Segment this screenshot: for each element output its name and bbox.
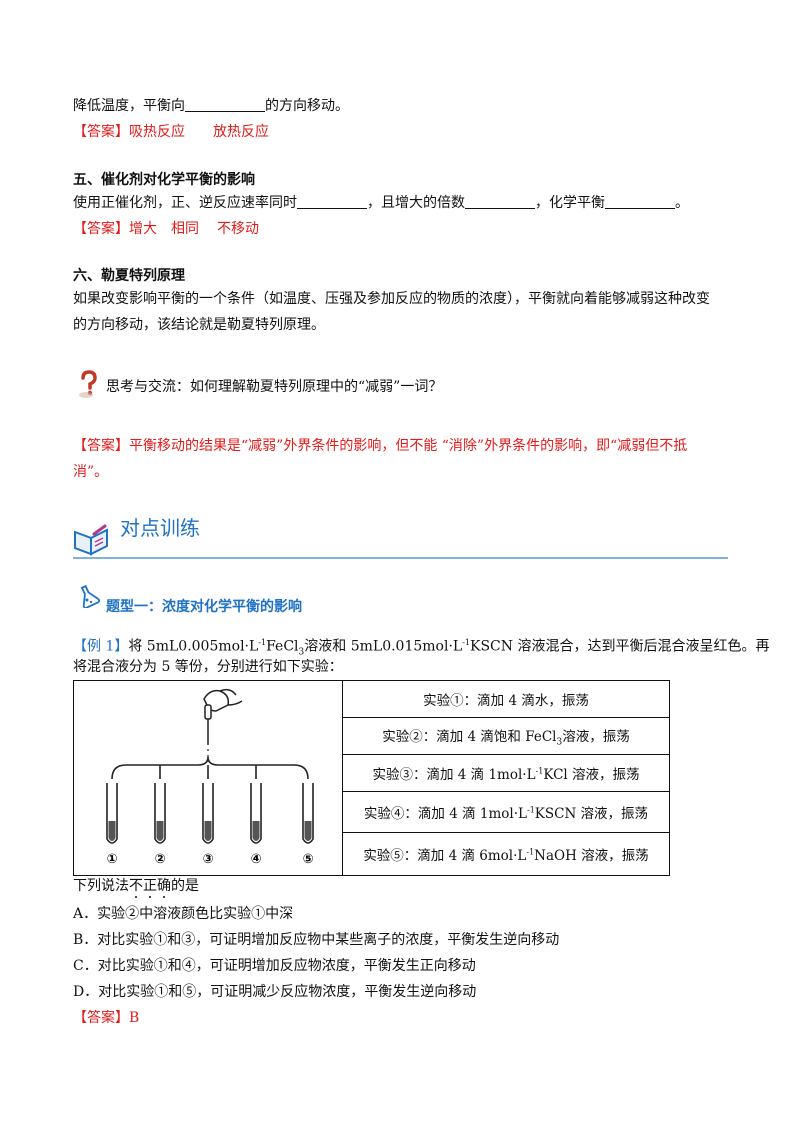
- think-text: 思考与交流：如何理解勒夏特列原理中的“减弱”一词？: [106, 379, 443, 395]
- paragraph-line: 的方向移动，该结论就是勒夏特列原理。: [73, 317, 325, 333]
- option-c: C．对比实验①和④，可证明增加反应物浓度，平衡发生正向移动: [73, 958, 476, 974]
- example-line: 将混合液分为 5 等份，分别进行如下实验：: [73, 659, 343, 675]
- sec4-text-before: 降低温度，平衡向: [73, 98, 185, 114]
- blank-field: [185, 97, 265, 112]
- emphasized-text: 不正确: [129, 878, 171, 894]
- think-answer-line: 【答案】平衡移动的结果是“减弱”外界条件的影响，但不能 “消除”外界条件的影响，…: [73, 438, 688, 454]
- blank-field: [297, 194, 367, 209]
- final-answer: 【答案】B: [73, 1010, 140, 1026]
- emphasized-char: 确: [157, 878, 171, 894]
- sec4-text-after: 的方向移动。: [265, 98, 349, 114]
- sec5-answer: 【答案】增大相同不移动: [73, 221, 259, 237]
- emphasized-char: 不: [129, 878, 143, 894]
- tube-label: ③: [202, 852, 213, 867]
- option-a: A．实验②中溶液颜色比实验①中深: [73, 906, 294, 922]
- blank-field: [465, 194, 535, 209]
- experiment-cell: 实验⑤：滴加 4 滴 6mol·L-1NaOH 溶液，振荡: [342, 831, 670, 877]
- sec4-answer: 【答案】吸热反应 放热反应: [73, 122, 269, 142]
- answer-value: 放热反应: [213, 124, 269, 140]
- blank-field: [605, 194, 675, 209]
- tube-liquid: [252, 821, 260, 841]
- experiment-cell: 实验④：滴加 4 滴 1mol·L-1KSCN 溶液，振荡: [342, 790, 670, 833]
- question-type-title: 题型一：浓度对化学平衡的影响: [106, 599, 302, 615]
- sec4-line: 降低温度，平衡向 的方向移动。: [73, 96, 349, 116]
- example-line: 【例 1】将 5mL0.005mol·L-1FeCl3溶液和 5mL0.015m…: [73, 638, 770, 658]
- answer-value: 吸热反应: [129, 124, 185, 140]
- tube-label: ④: [250, 852, 261, 867]
- question-stem: 下列说法不正确的是: [73, 878, 199, 894]
- answer-tag: 【答案】: [73, 124, 129, 140]
- option-d: D．对比实验①和⑤，可证明减少反应物浓度，平衡发生逆向移动: [73, 984, 477, 1000]
- dropper-hand-icon: [203, 688, 243, 745]
- tube-liquid: [304, 821, 312, 841]
- section-title: 六、勒夏特列原理: [73, 268, 185, 284]
- experiment-table: ① ② ③ ④ ⑤ 实验①：滴加 4 滴水，振荡 实验②：滴加 4 滴饱和 FeCl3溶…: [73, 680, 670, 877]
- experiment-cell: 实验③：滴加 4 滴 1mol·L-1KCl 溶液，振荡: [342, 753, 670, 792]
- think-answer-line: 消”。: [73, 464, 109, 480]
- paragraph-line: 如果改变影响平衡的一个条件（如温度、压强及参加反应的物质的浓度），平衡就向着能够…: [73, 291, 710, 307]
- flask-icon: [76, 584, 101, 609]
- book-icon: [72, 522, 112, 556]
- sec5-line: 使用正催化剂，正、逆反应速率同时，且增大的倍数，化学平衡。: [73, 194, 689, 211]
- divider: [73, 557, 728, 559]
- tube-label: ①: [106, 852, 117, 867]
- tube-liquid: [156, 821, 164, 841]
- experiment-figure: ① ② ③ ④ ⑤: [73, 680, 343, 876]
- option-b: B．对比实验①和③，可证明增加反应物中某些离子的浓度，平衡发生逆向移动: [73, 932, 560, 948]
- tube-label: ②: [154, 852, 165, 867]
- emphasized-char: 正: [143, 878, 157, 894]
- question-mark-icon: [78, 370, 100, 398]
- tube-liquid: [108, 821, 116, 841]
- tube-liquid: [204, 821, 212, 841]
- section-title: 五、催化剂对化学平衡的影响: [73, 172, 255, 188]
- example-tag: 【例 1】: [73, 638, 129, 655]
- tube-label: ⑤: [302, 852, 313, 867]
- test-tubes-diagram: ① ② ③ ④ ⑤: [106, 688, 314, 867]
- experiment-cell: 实验①：滴加 4 滴水，振荡: [342, 680, 670, 718]
- experiment-cell: 实验②：滴加 4 滴饱和 FeCl3溶液，振荡: [342, 716, 670, 755]
- training-title: 对点训练: [120, 516, 200, 540]
